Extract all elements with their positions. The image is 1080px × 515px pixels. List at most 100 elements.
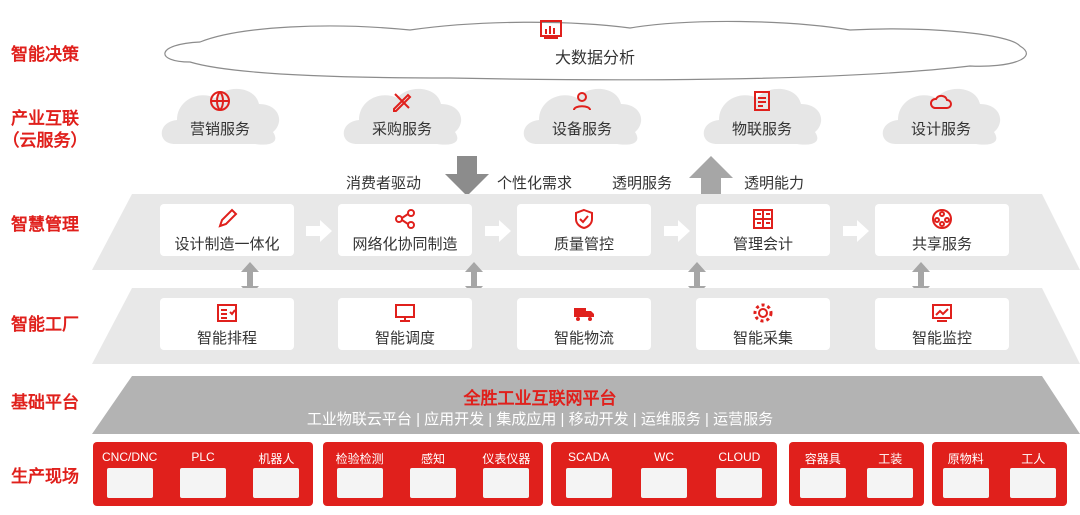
- schedule-icon: [216, 302, 238, 324]
- label-management: 智慧管理: [11, 215, 79, 234]
- label-decision: 智能决策: [11, 45, 79, 64]
- vertical-double-arrow: [465, 262, 483, 296]
- cloud-service-1: 营销服务: [155, 82, 285, 152]
- shield-check-icon: [573, 208, 595, 230]
- field-item-label: 容器具: [804, 452, 841, 466]
- management-card-label: 共享服务: [911, 236, 972, 253]
- equipment-image: [799, 468, 846, 498]
- management-card-5: 共享服务: [875, 204, 1009, 256]
- field-item-label: 检验检测: [335, 452, 384, 466]
- cloud-service-4: 物联服务: [697, 82, 827, 152]
- mid-text-personal: 个性化需求: [497, 175, 573, 192]
- field-item: 感知: [398, 442, 468, 506]
- field-item-label: 工装: [878, 452, 903, 466]
- cloud-shape: [703, 88, 822, 145]
- cloud-service-2: 采购服务: [337, 82, 467, 152]
- field-item-label: 原物料: [947, 452, 984, 466]
- field-item-label: CLOUD: [718, 450, 761, 464]
- vertical-double-arrow: [688, 262, 706, 296]
- field-group-5: 原物料 工人: [932, 442, 1067, 506]
- vertical-double-arrow: [912, 262, 930, 296]
- mid-text-transparent-service: 透明服务: [612, 175, 673, 192]
- equipment-image: [483, 468, 530, 498]
- factory-card-2: 智能调度: [338, 298, 472, 350]
- mid-text-transparent-ability: 透明能力: [744, 175, 805, 192]
- field-item: 检验检测: [325, 442, 395, 506]
- big-data-cloud: [164, 20, 1027, 81]
- cloud-shape: [161, 88, 280, 145]
- share-icon: [394, 208, 416, 230]
- flow-right-arrow: [485, 220, 511, 242]
- up-arrow: [689, 156, 733, 196]
- management-card-3: 质量管控: [517, 204, 651, 256]
- platform-band: [92, 376, 1080, 434]
- field-item-label: WC: [654, 450, 674, 464]
- film-reel-icon: [931, 208, 953, 230]
- platform-title: 全胜工业互联网平台: [463, 389, 617, 408]
- globe-icon: [209, 90, 231, 112]
- field-item-label: SCADA: [567, 450, 610, 464]
- flow-right-arrow: [843, 220, 869, 242]
- mid-text-consumer: 消费者驱动: [346, 175, 422, 192]
- cloud-shape: [882, 88, 1001, 145]
- management-card-4: 管理会计: [696, 204, 830, 256]
- document-icon: [751, 90, 773, 112]
- cloud-service-3: 设备服务: [517, 82, 647, 152]
- field-item-label: PLC: [191, 450, 215, 464]
- equipment-image: [565, 468, 612, 498]
- cloud-shape: [523, 88, 642, 145]
- flow-right-arrow: [306, 220, 332, 242]
- field-group-2: 检验检测 感知 仪表仪器: [323, 442, 543, 506]
- people-icon: [571, 90, 593, 112]
- field-item-label: 感知: [420, 452, 445, 466]
- equipment-image: [867, 468, 914, 498]
- monitor-icon: [394, 302, 416, 324]
- label-platform: 基础平台: [11, 393, 79, 412]
- cloud-service-label: 设计服务: [910, 121, 971, 138]
- cloud-service-label: 物联服务: [731, 121, 792, 138]
- top-cloud-label: 大数据分析: [554, 50, 635, 67]
- calculator-icon: [752, 208, 774, 230]
- equipment-image: [641, 468, 687, 498]
- cloud-service-5: 设计服务: [876, 82, 1006, 152]
- truck-icon: [573, 302, 595, 324]
- cloud-service-label: 设备服务: [551, 121, 612, 138]
- factory-card-label: 智能监控: [911, 330, 972, 347]
- management-card-label: 设计制造一体化: [174, 236, 280, 253]
- equipment-image: [716, 468, 763, 498]
- field-item: SCADA: [554, 442, 624, 506]
- cloud-service-label: 采购服务: [371, 121, 432, 138]
- vertical-double-arrow: [241, 262, 259, 296]
- factory-card-label: 智能采集: [732, 330, 793, 347]
- management-card-label: 管理会计: [732, 236, 793, 253]
- field-item: PLC: [168, 442, 238, 506]
- equipment-image: [942, 468, 989, 498]
- equipment-image: [106, 468, 153, 498]
- factory-card-5: 智能监控: [875, 298, 1009, 350]
- factory-card-3: 智能物流: [517, 298, 651, 350]
- field-item: 工装: [855, 442, 925, 506]
- bar-chart-icon: [540, 20, 562, 39]
- field-item-label: 仪表仪器: [482, 452, 531, 466]
- equipment-image: [410, 468, 456, 498]
- down-arrow: [445, 156, 489, 196]
- field-item: CNC/DNC: [95, 442, 165, 506]
- cloud-service-label: 营销服务: [189, 121, 250, 138]
- management-card-1: 设计制造一体化: [160, 204, 294, 256]
- equipment-image: [1010, 468, 1057, 498]
- field-item: 仪表仪器: [471, 442, 541, 506]
- management-card-label: 质量管控: [553, 236, 614, 253]
- flow-right-arrow: [664, 220, 690, 242]
- factory-card-1: 智能排程: [160, 298, 294, 350]
- field-item: 原物料: [931, 442, 1001, 506]
- platform-items: 工业物联云平台 | 应用开发 | 集成应用 | 移动开发 | 运维服务 | 运营…: [306, 411, 774, 428]
- field-item-label: 工人: [1021, 452, 1046, 466]
- label-field: 生产现场: [11, 467, 79, 486]
- field-group-3: SCADA WC CLOUD: [551, 442, 777, 506]
- gear-icon: [752, 302, 774, 324]
- label-industry: 产业互联（云服务）: [2, 109, 88, 150]
- field-item-label: 机器人: [258, 452, 295, 466]
- pencil-icon: [216, 208, 238, 230]
- chart-monitor-icon: [931, 302, 953, 324]
- factory-card-4: 智能采集: [696, 298, 830, 350]
